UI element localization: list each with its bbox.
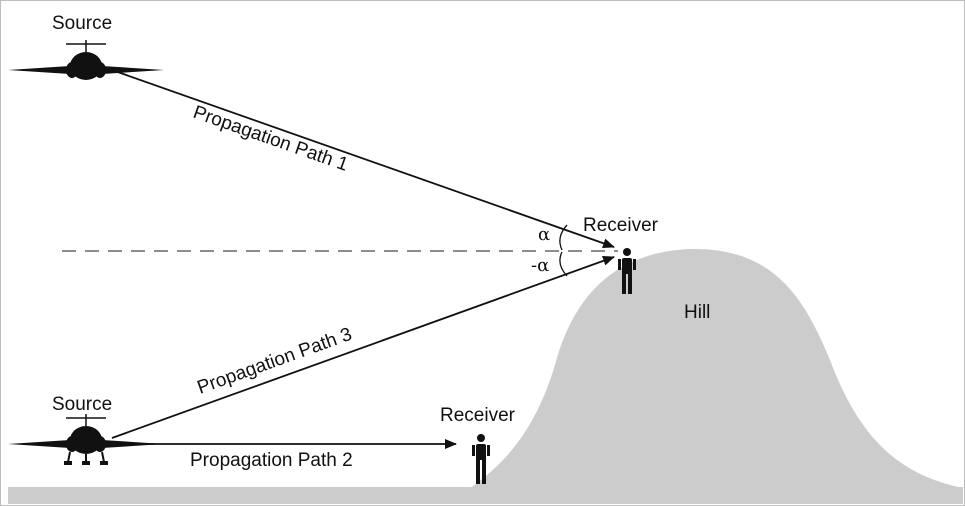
person-icon — [472, 434, 490, 484]
angle-neg-alpha-label: -α — [531, 255, 549, 276]
propagation-path-3-arrow — [111, 256, 615, 439]
path-1-label: Propagation Path 1 — [190, 102, 350, 176]
angle-alpha-label: α — [538, 224, 550, 245]
source-label: Source — [52, 13, 112, 34]
angle-arc-lower — [559, 251, 568, 277]
hill — [445, 248, 963, 504]
hill-label: Hill — [684, 302, 710, 323]
path-2-label: Propagation Path 2 — [190, 450, 353, 471]
source-label: Source — [52, 394, 112, 415]
aircraft-icon — [8, 40, 164, 80]
angle-arc-upper — [559, 224, 568, 251]
receiver-label: Receiver — [583, 215, 659, 236]
aircraft-icon — [8, 414, 164, 465]
path-3-label: Propagation Path 3 — [195, 324, 355, 399]
person-icon — [618, 248, 636, 294]
propagation-path-1-arrow — [111, 69, 615, 249]
receiver-label: Receiver — [440, 405, 516, 426]
